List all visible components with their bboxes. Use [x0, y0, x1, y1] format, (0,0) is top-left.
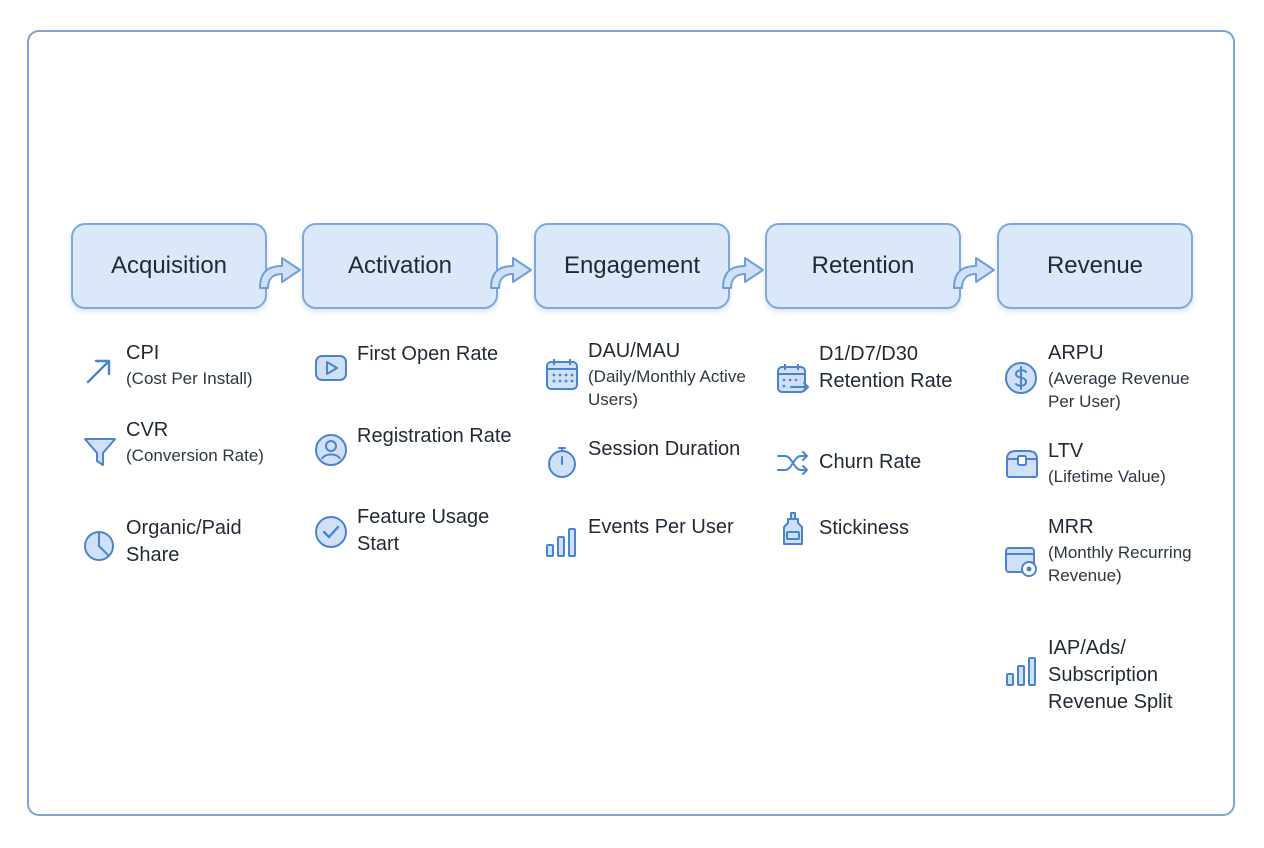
- funnel-icon: [84, 438, 116, 466]
- metric-desc: (Lifetime Value): [1048, 467, 1166, 486]
- bar-chart-icon: [546, 528, 576, 557]
- metric-text: Session Duration: [588, 436, 758, 463]
- metric-text: Events Per User: [588, 514, 758, 541]
- metric-name: Session Duration: [588, 438, 741, 460]
- stage-revenue: Revenue: [997, 223, 1193, 309]
- stage-label: Engagement: [563, 252, 701, 279]
- flow-arrow-icon: [490, 257, 532, 289]
- browser-gear-icon: [1005, 547, 1037, 577]
- flow-arrow-icon: [953, 257, 995, 289]
- bar-chart-icon: [1006, 657, 1036, 686]
- metric-name: DAU/MAU: [588, 340, 681, 362]
- metric-text: DAU/MAU (Daily/Monthly Active Users): [588, 338, 758, 411]
- stage-activation: Activation: [302, 223, 498, 309]
- metric-desc: (Cost Per Install): [126, 369, 253, 388]
- flow-arrow-icon: [259, 257, 301, 289]
- metric-name: Organic/Paid Share: [126, 517, 242, 566]
- stopwatch-icon: [548, 447, 576, 478]
- cursor-arrow-icon: [86, 359, 111, 384]
- metric-name: Registration Rate: [357, 425, 512, 447]
- stage-retention: Retention: [765, 223, 961, 309]
- play-button-icon: [315, 355, 347, 381]
- user-circle-icon: [315, 434, 347, 466]
- metric-desc: (Average Revenue Per User): [1048, 369, 1190, 411]
- diagram-frame: [27, 30, 1235, 816]
- flow-arrow-icon: [722, 257, 764, 289]
- metric-text: Churn Rate: [819, 449, 989, 476]
- stage-acquisition: Acquisition: [71, 223, 267, 309]
- calendar-arrow-icon: [777, 364, 809, 393]
- metric-text: D1/D7/D30 Retention Rate: [819, 341, 989, 395]
- treasure-chest-icon: [1006, 450, 1038, 478]
- metric-name: ARPU: [1048, 342, 1104, 364]
- dollar-coin-icon: [1005, 362, 1037, 394]
- calendar-icon: [546, 359, 578, 390]
- metric-name: LTV: [1048, 440, 1084, 462]
- pie-chart-icon: [84, 531, 114, 561]
- metric-desc: (Conversion Rate): [126, 446, 264, 465]
- stage-engagement: Engagement: [534, 223, 730, 309]
- metric-text: CPI (Cost Per Install): [126, 340, 296, 390]
- shuffle-icon: [777, 451, 808, 475]
- metric-name: Stickiness: [819, 517, 910, 539]
- metric-name: IAP/Ads/ Subscription Revenue Split: [1048, 637, 1173, 713]
- stage-label: Acquisition: [110, 252, 228, 279]
- metric-name: CPI: [126, 342, 160, 364]
- stage-label: Retention: [811, 252, 915, 279]
- metric-text: Stickiness: [819, 515, 989, 542]
- metric-name: First Open Rate: [357, 343, 499, 365]
- metric-text: ARPU (Average Revenue Per User): [1048, 340, 1218, 413]
- check-circle-icon: [315, 516, 347, 548]
- metric-text: First Open Rate: [357, 341, 527, 368]
- metric-name: Feature Usage Start: [357, 506, 490, 555]
- metric-name: Churn Rate: [819, 451, 922, 473]
- metric-name: CVR: [126, 419, 169, 441]
- metric-text: Registration Rate: [357, 423, 527, 450]
- metric-name: D1/D7/D30 Retention Rate: [819, 343, 953, 392]
- stage-label: Activation: [347, 252, 453, 279]
- metric-text: MRR (Monthly Recurring Revenue): [1048, 514, 1218, 587]
- metric-name: Events Per User: [588, 516, 734, 538]
- metric-desc: (Monthly Recurring Revenue): [1048, 543, 1192, 585]
- metric-text: Feature Usage Start: [357, 504, 527, 558]
- metric-text: Organic/Paid Share: [126, 515, 296, 569]
- metric-name: MRR: [1048, 516, 1094, 538]
- metric-text: CVR (Conversion Rate): [126, 417, 296, 467]
- metric-text: IAP/Ads/ Subscription Revenue Split: [1048, 635, 1218, 716]
- glue-bottle-icon: [783, 512, 803, 545]
- stage-label: Revenue: [1046, 252, 1144, 279]
- metric-desc: (Daily/Monthly Active Users): [588, 367, 746, 409]
- metric-text: LTV (Lifetime Value): [1048, 438, 1218, 488]
